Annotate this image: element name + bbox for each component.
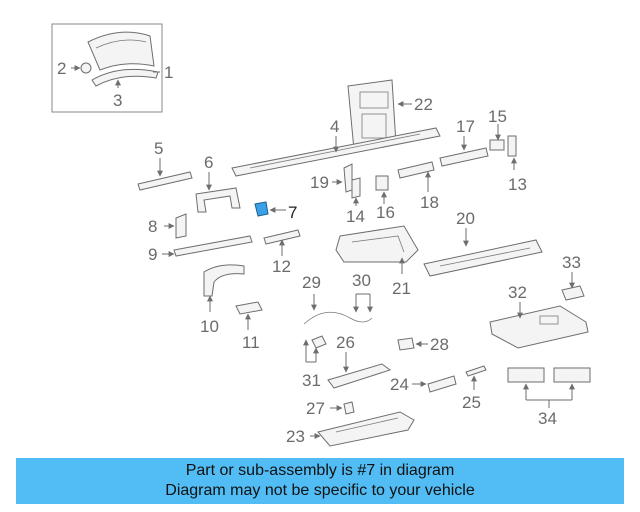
- label-14[interactable]: 14: [346, 207, 365, 226]
- label-24[interactable]: 24: [390, 375, 409, 394]
- part-18-shape: [397, 161, 435, 179]
- part-26-shape: [327, 363, 392, 389]
- part-23-shape: [317, 411, 415, 447]
- part-34a-shape: [507, 367, 545, 383]
- part-13-shape: [507, 135, 517, 157]
- part-2-shape: [80, 62, 92, 74]
- part-11-shape: [235, 301, 263, 315]
- part-24-shape: [427, 375, 457, 393]
- label-22[interactable]: 22: [414, 95, 433, 114]
- part-6-shape: [195, 187, 241, 213]
- label-9[interactable]: 9: [148, 245, 157, 264]
- part-33-shape: [561, 285, 585, 301]
- label-20[interactable]: 20: [456, 209, 475, 228]
- part-16-shape: [375, 175, 389, 191]
- label-7[interactable]: 7: [288, 203, 297, 222]
- label-26[interactable]: 26: [336, 333, 355, 352]
- label-19[interactable]: 19: [310, 173, 329, 192]
- part-21-shape: [335, 225, 419, 263]
- label-12[interactable]: 12: [272, 257, 291, 276]
- label-31[interactable]: 31: [302, 371, 321, 390]
- info-banner: Part or sub-assembly is #7 in diagram Di…: [16, 458, 624, 504]
- label-6[interactable]: 6: [204, 153, 213, 172]
- label-13[interactable]: 13: [508, 175, 527, 194]
- label-3[interactable]: 3: [113, 91, 122, 110]
- label-29[interactable]: 29: [302, 273, 321, 292]
- label-34[interactable]: 34: [538, 409, 557, 428]
- label-21[interactable]: 21: [392, 279, 411, 298]
- part-9-shape: [173, 235, 253, 257]
- part-10-shape: [203, 264, 245, 297]
- part-3-shape: [91, 68, 159, 87]
- label-25[interactable]: 25: [462, 393, 481, 412]
- label-27[interactable]: 27: [306, 399, 325, 418]
- part-12-shape: [263, 229, 301, 245]
- part-29-shape: [303, 311, 373, 325]
- label-2[interactable]: 2: [57, 59, 66, 78]
- label-30[interactable]: 30: [352, 271, 371, 290]
- label-4[interactable]: 4: [330, 117, 339, 136]
- part-34b-shape: [553, 367, 591, 383]
- part-28-shape: [397, 337, 415, 351]
- parts-diagram: 2 1 3 22 4 17 15 13 5 6 7 19: [51, 23, 591, 447]
- part-1-shape: [87, 31, 155, 71]
- part-19-shape: [343, 163, 353, 193]
- banner-line-2: Diagram may not be specific to your vehi…: [165, 482, 475, 499]
- part-31-shape: [311, 335, 327, 349]
- label-33[interactable]: 33: [562, 253, 581, 272]
- part-20-shape: [423, 239, 543, 277]
- label-15[interactable]: 15: [488, 107, 507, 126]
- label-1[interactable]: 1: [164, 63, 173, 82]
- part-8-shape: [175, 213, 187, 239]
- part-14-shape: [351, 177, 361, 199]
- label-28[interactable]: 28: [430, 335, 449, 354]
- part-25-shape: [465, 365, 487, 377]
- part-5-shape: [137, 171, 193, 191]
- part-7-shape[interactable]: [254, 201, 269, 217]
- label-17[interactable]: 17: [456, 117, 475, 136]
- label-18[interactable]: 18: [420, 193, 439, 212]
- part-27-shape: [343, 401, 355, 415]
- label-11[interactable]: 11: [242, 333, 260, 352]
- banner-line-1: Part or sub-assembly is #7 in diagram: [185, 462, 455, 479]
- part-32-shape: [489, 305, 589, 349]
- part-17-shape: [439, 147, 489, 167]
- label-16[interactable]: 16: [376, 203, 395, 222]
- part-15-shape: [489, 139, 505, 151]
- label-8[interactable]: 8: [148, 217, 157, 236]
- label-10[interactable]: 10: [200, 317, 219, 336]
- label-32[interactable]: 32: [508, 283, 527, 302]
- label-5[interactable]: 5: [154, 139, 163, 158]
- label-23[interactable]: 23: [286, 427, 305, 446]
